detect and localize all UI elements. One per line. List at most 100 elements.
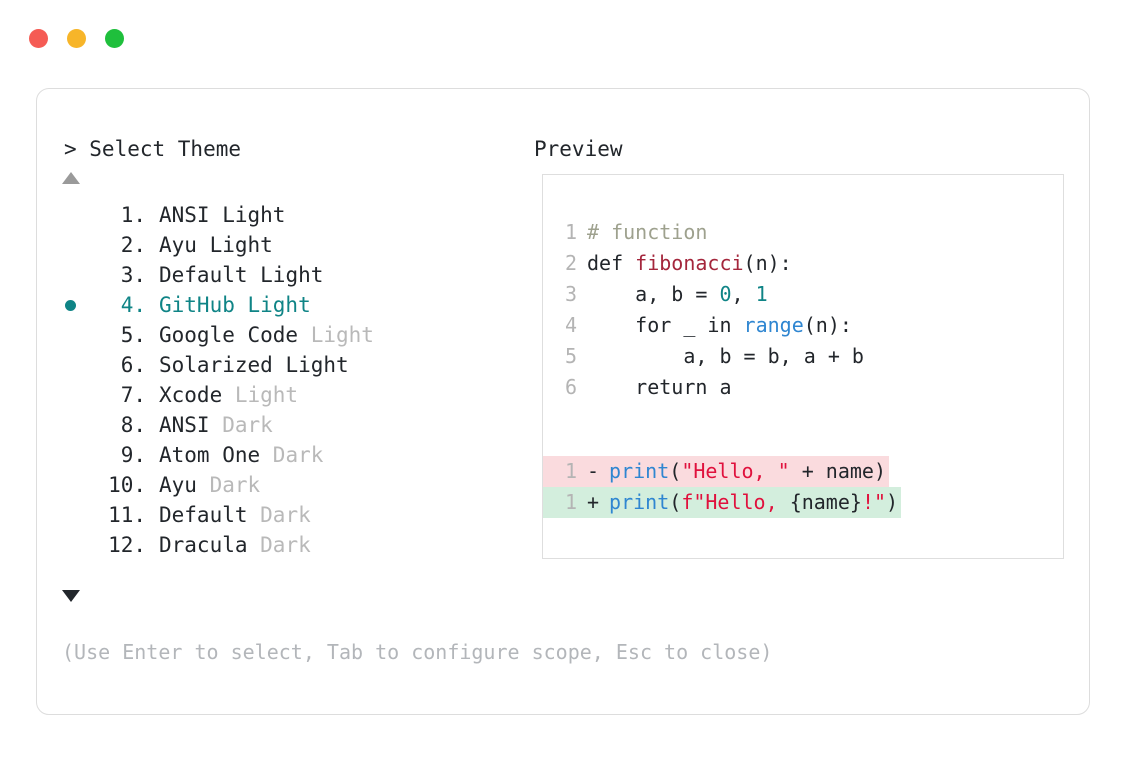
code-token: range	[743, 313, 804, 337]
theme-list-item[interactable]: 1.ANSI Light	[62, 200, 492, 230]
line-number: 2	[565, 251, 578, 275]
theme-name: Xcode	[159, 383, 223, 407]
theme-index: 8.	[120, 413, 146, 437]
theme-variant: Dark	[209, 413, 273, 437]
theme-name: GitHub	[159, 293, 235, 317]
theme-list-item[interactable]: 11. Default Dark	[62, 500, 492, 530]
code-token: !"	[861, 490, 887, 514]
theme-variant: Light	[209, 203, 286, 227]
theme-name: Atom One	[159, 443, 261, 467]
theme-variant: Light	[196, 233, 273, 257]
theme-index: 7.	[120, 383, 146, 407]
theme-list-item[interactable]: 12. Dracula Dark	[62, 530, 492, 560]
page-title: > Select Theme	[64, 137, 242, 161]
code-token: print	[609, 490, 670, 514]
preview-label: Preview	[534, 137, 623, 161]
code-token: f"Hello,	[681, 490, 790, 514]
code-line: 3 a, b = 0, 1	[565, 279, 864, 310]
theme-name: Dracula	[159, 533, 248, 557]
code-token: "Hello, "	[681, 459, 790, 483]
code-token: (	[669, 459, 682, 483]
code-token: a, b = b, a + b	[587, 344, 864, 368]
code-token: {name}	[789, 490, 862, 514]
theme-name: Ayu	[159, 473, 197, 497]
maximize-dot[interactable]	[105, 29, 124, 48]
theme-variant: Light	[298, 323, 374, 347]
theme-index: 2.	[120, 233, 146, 257]
code-line: 5 a, b = b, a + b	[565, 341, 864, 372]
theme-index: 5.	[120, 323, 146, 347]
line-number: 6	[565, 375, 578, 399]
theme-index: 12.	[108, 533, 146, 557]
code-token: (n):	[803, 313, 852, 337]
theme-list-item[interactable]: 3. Default Light	[62, 260, 492, 290]
theme-list-item[interactable]: 2.Ayu Light	[62, 230, 492, 260]
diff-row: 1 + print(f"Hello, {name}!")	[543, 487, 902, 518]
code-token: # function	[587, 220, 708, 244]
theme-index: 10.	[108, 473, 146, 497]
theme-name: Google Code	[159, 323, 299, 347]
window-controls	[29, 29, 124, 48]
code-line: 4 for _ in range(n):	[565, 310, 864, 341]
selected-bullet-icon	[65, 299, 76, 311]
theme-name: ANSI	[159, 413, 210, 437]
diff-row: 1-print("Hello, " + name)	[543, 456, 901, 487]
close-dot[interactable]	[29, 29, 48, 48]
theme-variant: Light	[222, 383, 299, 407]
triangle-up-icon[interactable]	[62, 172, 80, 184]
code-token: print	[609, 459, 670, 483]
theme-list-item[interactable]: 5. Google Code Light	[62, 320, 492, 350]
theme-list-item[interactable]: 7. Xcode Light	[62, 380, 492, 410]
code-token: (	[669, 490, 682, 514]
code-token: def	[587, 251, 636, 275]
theme-name: Default	[159, 503, 248, 527]
theme-index: 6.	[120, 353, 146, 377]
theme-index: 3.	[120, 263, 146, 287]
theme-index: 9.	[120, 443, 146, 467]
line-number: 3	[565, 282, 578, 306]
minimize-dot[interactable]	[67, 29, 86, 48]
diff-sign: -	[587, 459, 600, 483]
code-token: return a	[587, 375, 732, 399]
code-line: 2 def fibonacci(n):	[565, 248, 864, 279]
selection-indicator	[62, 299, 100, 311]
code-token: ,	[731, 282, 756, 306]
theme-variant: Dark	[260, 443, 324, 467]
theme-variant: Dark	[247, 533, 311, 557]
theme-variant: Dark	[247, 503, 311, 527]
theme-index: 4.	[120, 293, 146, 317]
theme-list-item[interactable]: 9. Atom One Dark	[62, 440, 492, 470]
line-number: 1	[565, 220, 578, 244]
code-token: fibonacci	[635, 251, 744, 275]
code-token: for _ in	[587, 313, 744, 337]
theme-name: Default	[159, 263, 248, 287]
theme-index: 11.	[108, 503, 146, 527]
triangle-down-icon[interactable]	[62, 590, 80, 602]
theme-list-item[interactable]: 10. Ayu Dark	[62, 470, 492, 500]
theme-list-item[interactable]: 8. ANSI Dark	[62, 410, 492, 440]
line-number: 4	[565, 313, 578, 337]
code-token: + name)	[789, 459, 887, 483]
code-token: 1	[755, 282, 768, 306]
diff-sign: +	[587, 490, 600, 514]
diff-preview: 1-print("Hello, " + name)1+print(f"Hello…	[543, 456, 902, 518]
theme-variant: Light	[247, 263, 324, 287]
code-line: 1 # function	[565, 217, 864, 248]
code-line: 6 return a	[565, 372, 864, 403]
code-token: 0	[719, 282, 732, 306]
theme-list-item[interactable]: 6.Solarized Light	[62, 350, 492, 380]
line-number: 5	[565, 344, 578, 368]
line-number: 1	[565, 459, 578, 483]
theme-variant: Dark	[196, 473, 261, 497]
theme-name: ANSI	[159, 203, 210, 227]
theme-variant: Light	[272, 353, 349, 377]
theme-list-item[interactable]: 4.GitHub Light	[62, 290, 492, 320]
diff-added-line: 1 + print(f"Hello, {name}!")	[543, 487, 902, 518]
line-number: 1	[565, 490, 578, 514]
code-token: )	[886, 490, 899, 514]
code-token: (n):	[743, 251, 792, 275]
